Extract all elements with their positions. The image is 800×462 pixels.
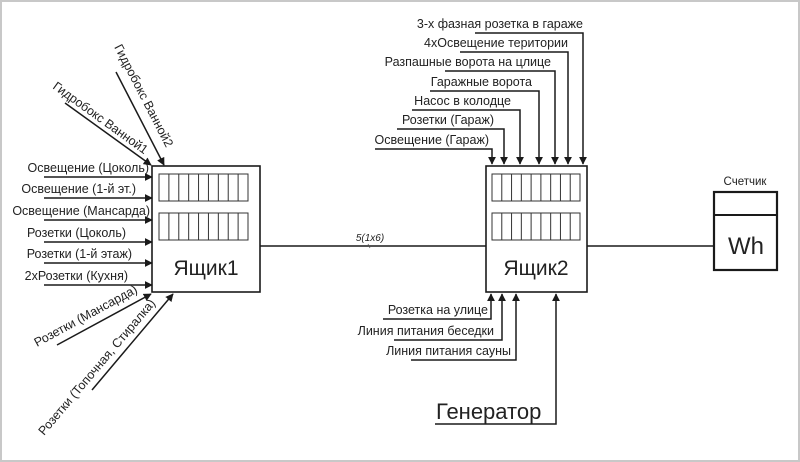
energy-meter[interactable]: Счетчик Wh [712, 176, 779, 272]
input-line[interactable]: Гаражные ворота [430, 75, 543, 165]
box1-bottom-inputs: Розетки (Мансарда) Розетки (Топочная, Ст… [32, 282, 174, 438]
input-line[interactable]: Освещение (Мансарда) [12, 204, 153, 224]
breaker-row [158, 173, 249, 202]
box1-left-inputs: Освещение (Цоколь) Освещение (1-й эт.) О… [12, 161, 153, 289]
breaker-row [158, 212, 249, 241]
input-label: Линия питания сауны [386, 344, 511, 358]
box2-top-inputs: 3-х фазная розетка в гараже 4хОсвещение … [375, 17, 587, 165]
box1[interactable]: Ящик1 [151, 165, 261, 293]
input-label: Освещение (Мансарда) [12, 204, 150, 218]
input-label: Разпашные ворота на цлице [385, 55, 551, 69]
breaker-row [491, 173, 581, 202]
input-line[interactable]: Разпашные ворота на цлице [385, 55, 559, 165]
input-line[interactable]: Освещение (1-й эт.) [21, 182, 153, 202]
input-line[interactable]: Освещение (Гараж) [375, 133, 496, 165]
input-line[interactable]: 3-х фазная розетка в гараже [417, 17, 587, 165]
cable-spec-label: 5(1х6) [356, 233, 384, 244]
input-line[interactable]: 2хРозетки (Кухня) [25, 269, 153, 289]
box2-bottom-inputs: Розетка на улице Линия питания беседки Л… [358, 293, 560, 425]
input-label: Насос в колодце [414, 94, 511, 108]
input-label: Розетки (Цоколь) [27, 226, 126, 240]
input-label: Розетка на улице [388, 303, 488, 317]
input-line[interactable]: Розетки (Топочная, Стиралка) [36, 293, 174, 438]
box2-breaker-strips [491, 173, 581, 241]
input-label: 2хРозетки (Кухня) [25, 269, 128, 283]
input-label: 4хОсвещение територии [424, 36, 568, 50]
meter-title: Счетчик [724, 176, 768, 188]
box2[interactable]: Ящик2 [485, 165, 588, 293]
input-line[interactable]: Розетки (1-й этаж) [27, 247, 153, 267]
input-line[interactable]: Розетки (Цоколь) [27, 226, 153, 246]
input-label: Освещение (Гараж) [375, 133, 489, 147]
box1-breaker-strips [158, 173, 249, 241]
input-line[interactable]: 4хОсвещение територии [424, 36, 572, 165]
input-line[interactable]: Розетка на улице [383, 293, 495, 320]
input-line[interactable]: Линия питания беседки [358, 293, 506, 341]
input-label: Освещение (Цоколь) [28, 161, 149, 175]
meter-unit: Wh [728, 233, 764, 260]
generator-label: Генератор [436, 399, 541, 424]
input-line[interactable]: Освещение (Цоколь) [28, 161, 153, 181]
input-line[interactable]: Розетки (Гараж) [397, 113, 508, 165]
input-label: Освещение (1-й эт.) [21, 182, 136, 196]
box1-top-inputs: Гидробокс Ванной1 Гидробокс Ванной2 [50, 42, 176, 166]
input-label: Розетки (1-й этаж) [27, 247, 132, 261]
input-label: Гаражные ворота [431, 75, 532, 89]
input-label: 3-х фазная розетка в гараже [417, 17, 583, 31]
breaker-row [491, 212, 581, 241]
meter-outline [712, 190, 779, 272]
input-line[interactable]: Линия питания сауны [386, 293, 520, 361]
box1-label: Ящик1 [173, 257, 238, 280]
generator-line[interactable]: Генератор [435, 293, 560, 425]
input-line[interactable]: Насос в колодце [412, 94, 524, 165]
box2-label: Ящик2 [503, 257, 568, 280]
feeder-cable[interactable]: 5(1х6) [260, 233, 486, 249]
input-label: Линия питания беседки [358, 324, 494, 338]
input-label: Розетки (Гараж) [402, 113, 494, 127]
